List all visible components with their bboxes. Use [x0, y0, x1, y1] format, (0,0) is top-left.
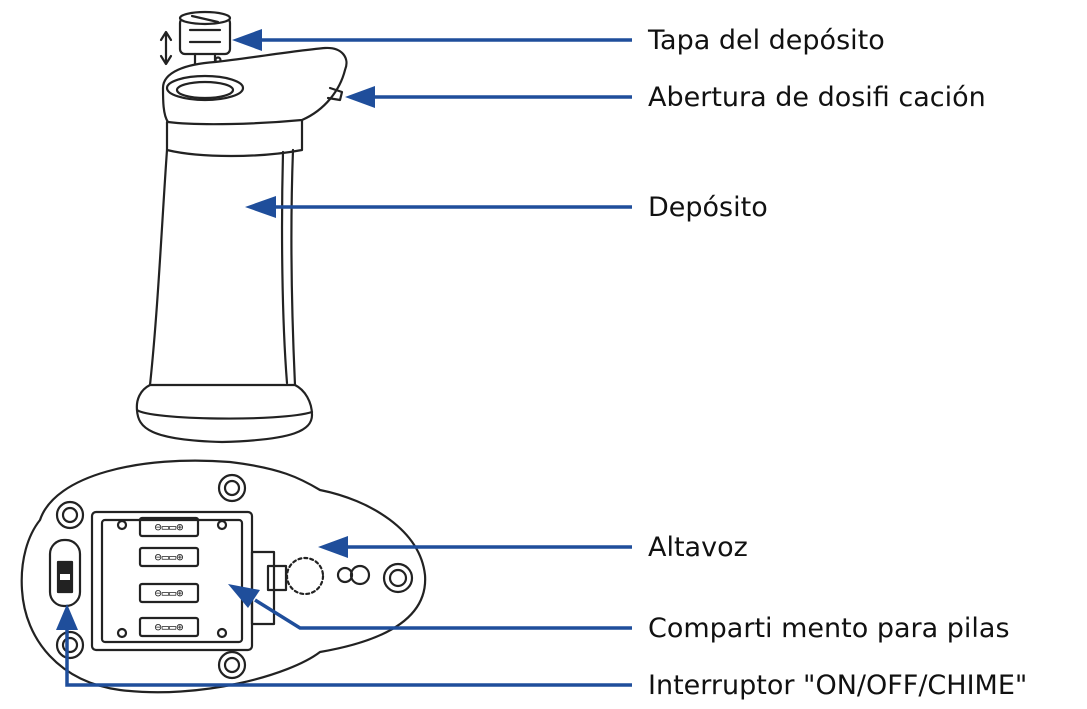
label-power-switch: Interruptor "ON/OFF/CHIME" — [648, 670, 1028, 701]
label-reservoir-cap: Tapa del depósito — [648, 25, 885, 56]
label-dispensing-opening: Abertura de dosifi cación — [648, 82, 986, 113]
callout-battery-compartment — [254, 598, 632, 630]
screw-icon — [55, 473, 247, 680]
arrowhead-icon — [245, 196, 276, 218]
arrowhead-icon — [345, 86, 375, 108]
battery-marking: ⊖▭▭⊕ — [155, 550, 184, 564]
label-speaker: Altavoz — [648, 532, 748, 563]
dispenser-side-view — [135, 10, 348, 444]
callout-power-switch — [65, 622, 632, 687]
dispenser-head-drawing — [161, 46, 348, 158]
reservoir-cap-drawing — [178, 10, 232, 66]
callout-lines — [65, 38, 632, 687]
label-reservoir: Depósito — [648, 192, 768, 223]
battery-markings: ⊖▭▭⊕ ⊖▭▭⊕ ⊖▭▭⊕ ⊖▭▭⊕ — [155, 520, 184, 634]
arrowhead-icon — [228, 584, 260, 608]
battery-marking: ⊖▭▭⊕ — [155, 586, 184, 600]
battery-marking: ⊖▭▭⊕ — [155, 520, 184, 534]
power-switch-drawing — [48, 538, 82, 608]
speaker-drawing — [285, 556, 414, 596]
battery-compartment-drawing — [90, 510, 288, 652]
up-down-arrow-icon — [159, 30, 173, 66]
dispenser-bottom-view — [20, 459, 427, 694]
arrowhead-icon — [56, 604, 78, 630]
reservoir-body-drawing — [148, 148, 297, 387]
arrowhead-icon — [232, 29, 262, 51]
label-battery-compartment: Comparti mento para pilas — [648, 613, 1010, 644]
arrowhead-icon — [318, 536, 348, 558]
battery-marking: ⊖▭▭⊕ — [155, 620, 184, 634]
callout-arrowheads — [56, 29, 375, 630]
dispenser-base-drawing — [135, 383, 314, 444]
